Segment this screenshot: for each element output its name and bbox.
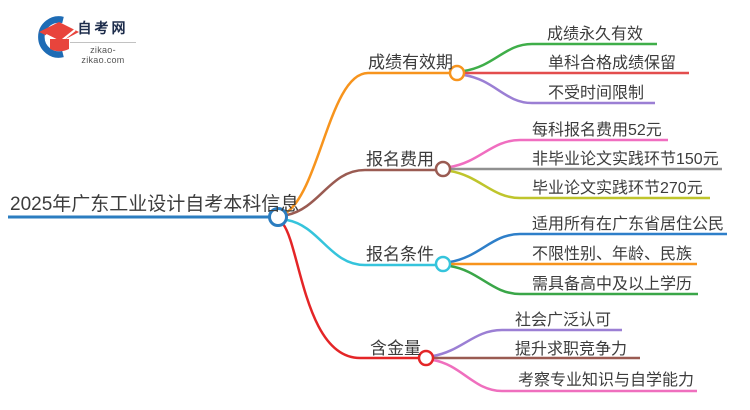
- leaf-label-guangdong-residents[interactable]: 适用所有在广东省居住公民: [532, 216, 725, 233]
- leaf-label-high-school-required[interactable]: 需具备高中及以上学历: [532, 276, 693, 293]
- leaf-label-per-subject-fee[interactable]: 每科报名费用52元: [532, 122, 662, 139]
- branch-label-registration-conditions[interactable]: 报名条件: [366, 245, 434, 264]
- branch-line-score-validity: [285, 71, 450, 215]
- leaf-label-permanent-validity[interactable]: 成绩永久有效: [547, 26, 644, 43]
- branch-label-value[interactable]: 含金量: [370, 339, 421, 358]
- leaf-line-no-time-limit: [463, 73, 655, 105]
- leaf-label-knowledge-assessment[interactable]: 考察专业知识与自学能力: [518, 372, 695, 389]
- logo-brand-text: 自考网: [77, 20, 129, 36]
- branch-node-registration-conditions[interactable]: [434, 255, 452, 273]
- branch-line-registration-fee: [286, 168, 436, 217]
- leaf-label-single-subject-retained[interactable]: 单科合格成绩保留: [548, 55, 677, 72]
- branch-label-registration-fee[interactable]: 报名费用: [366, 150, 434, 169]
- leaf-label-no-restrictions[interactable]: 不限性别、年龄、民族: [532, 246, 693, 263]
- branch-node-score-validity[interactable]: [448, 64, 466, 82]
- branch-node-value[interactable]: [417, 349, 435, 367]
- leaf-label-no-time-limit[interactable]: 不受时间限制: [548, 85, 645, 102]
- branch-label-score-validity[interactable]: 成绩有效期: [368, 53, 453, 72]
- leaf-label-thesis-practice-fee[interactable]: 毕业论文实践环节270元: [532, 180, 703, 197]
- logo-divider: [70, 42, 136, 43]
- leaf-label-social-recognition[interactable]: 社会广泛认可: [515, 312, 612, 329]
- leaf-label-job-competitiveness[interactable]: 提升求职竞争力: [515, 341, 628, 358]
- root-topic-label[interactable]: 2025年广东工业设计自考本科信息: [10, 194, 300, 215]
- graduation-cap-icon: [38, 16, 79, 58]
- branch-line-value: [281, 223, 419, 360]
- branch-node-registration-fee[interactable]: [434, 160, 452, 178]
- leaf-line-high-school-required: [449, 264, 698, 296]
- leaf-line-thesis-practice-fee: [449, 169, 710, 200]
- branch-line-registration-conditions: [286, 218, 436, 267]
- leaf-line-per-subject-fee: [449, 138, 668, 169]
- site-logo[interactable]: 自考网 zikao-zikao.com: [34, 16, 144, 65]
- logo-domain-text: zikao-zikao.com: [81, 45, 125, 65]
- leaf-label-non-thesis-practice-fee[interactable]: 非毕业论文实践环节150元: [532, 151, 719, 168]
- root-node-circle[interactable]: [268, 207, 288, 227]
- leaf-line-permanent-validity: [463, 42, 657, 73]
- leaf-line-guangdong-residents: [449, 232, 727, 264]
- leaf-line-social-recognition: [432, 328, 622, 358]
- leaf-line-knowledge-assessment: [432, 358, 697, 393]
